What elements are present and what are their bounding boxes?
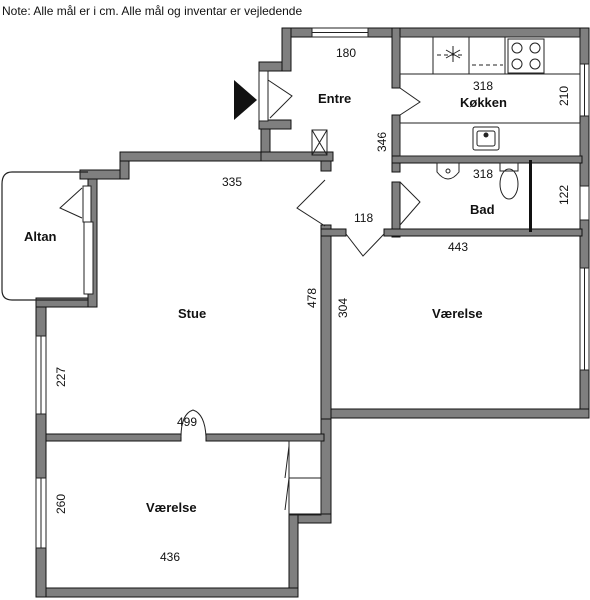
entrance-door-frame [258, 70, 269, 122]
stue-door-swing [296, 179, 326, 227]
dim-kokken-height: 210 [557, 86, 571, 106]
star-icon [445, 46, 461, 62]
altan-outline [1, 171, 88, 301]
window-altan [83, 221, 94, 295]
room-label-kokken: Køkken [460, 95, 507, 110]
dim-vaerelse-2-width: 436 [160, 550, 180, 564]
bad-door-swing [399, 181, 421, 226]
dim-stue-height: 478 [305, 288, 319, 308]
wall-stue-right [320, 224, 332, 420]
wall-entry-door-bottom [258, 119, 292, 130]
door-altan-frame [82, 185, 92, 223]
kitchen-door-swing [399, 87, 421, 116]
entry-closet [311, 129, 328, 156]
double-door-swing [180, 409, 207, 438]
wall-bad-bottom [383, 228, 583, 237]
wall-stue-top-left [79, 169, 127, 180]
wall-kitchen-left-top [391, 27, 401, 89]
wall-bad-left [391, 181, 401, 238]
walls [35, 27, 590, 598]
vaerelse-1-door-swing [345, 233, 385, 257]
dim-vaerelse-1-height: 304 [336, 298, 350, 318]
plan-note: Note: Alle mål er i cm. Alle mål og inve… [2, 4, 303, 18]
kitchen-sink [472, 126, 500, 151]
room-label-vaerelse-1: Værelse [432, 306, 483, 321]
kitchen-counter-bottom [399, 122, 581, 157]
dim-entre-width: 180 [336, 46, 356, 60]
room-label-stue: Stue [178, 306, 206, 321]
altan [1, 171, 88, 301]
dim-bad-width: 318 [473, 167, 493, 181]
kitchen-sink-basin [476, 130, 496, 147]
wall-kitchen-bad [391, 155, 583, 164]
furniture [284, 36, 581, 516]
entrance-door-swing [267, 79, 293, 119]
wall-bad-partition [529, 160, 532, 232]
entry-closet-cross-2 [311, 129, 328, 156]
dim-vaerelse-2-height: 260 [54, 494, 68, 514]
wardrobe-door-1 [284, 445, 290, 479]
bathroom-sink-drain [445, 168, 451, 174]
wall-right-bottom [288, 513, 299, 598]
dim-stue-top-width: 335 [222, 175, 242, 189]
wall-hall-bottom [320, 228, 347, 237]
wardrobe-door-2 [284, 477, 290, 511]
entrance-arrow-icon [234, 80, 257, 120]
wall-bottom [35, 587, 299, 598]
room-label-bad: Bad [470, 202, 495, 217]
dim-stue-left-height: 227 [54, 367, 68, 387]
altan-door-swing [59, 187, 83, 219]
doors [59, 70, 421, 438]
toilet-tank [499, 162, 519, 172]
sink-drain [483, 132, 489, 138]
window-bad [579, 185, 590, 221]
kitchen-counter-top [399, 36, 581, 75]
wall-left-step [35, 297, 97, 308]
dim-vaerelse-1-width: 443 [448, 240, 468, 254]
dim-kokken-width: 318 [473, 79, 493, 93]
wall-hall-post [320, 160, 332, 172]
bathroom-sink [436, 162, 460, 180]
dim-stue-width: 499 [177, 415, 197, 429]
wall-entry-bottom [260, 151, 334, 162]
wall-stue-vaerelse-right [205, 433, 325, 442]
windows [35, 27, 590, 549]
room-label-altan: Altan [24, 229, 57, 244]
toilet-bowl [499, 168, 519, 200]
stove-burner-3 [511, 58, 523, 70]
wall-bottom-right [328, 408, 590, 419]
wall-right-lower [320, 408, 332, 520]
stove-burner-2 [529, 42, 541, 54]
dim-entre-height: 346 [375, 132, 389, 152]
dim-hall-width: 118 [354, 211, 373, 225]
dim-bad-height: 122 [557, 185, 571, 205]
stove-burner-1 [511, 42, 523, 54]
stove [507, 38, 545, 74]
wall-stue-top [119, 151, 271, 162]
wall-entry-left-top [281, 27, 292, 72]
wall-stue-vaerelse-left [45, 433, 182, 442]
stove-burner-4 [529, 58, 541, 70]
room-label-entre: Entre [318, 91, 351, 106]
room-label-vaerelse-2: Værelse [146, 500, 197, 515]
